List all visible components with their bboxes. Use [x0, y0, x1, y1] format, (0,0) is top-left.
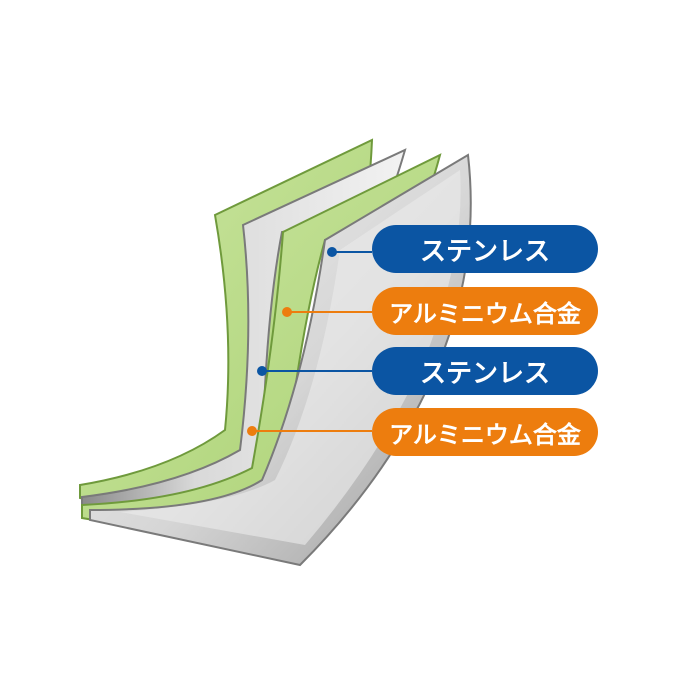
leader-dot-2 — [257, 366, 267, 376]
aluminum-label-top-text: アルミニウム合金 — [389, 299, 581, 328]
leader-dot-3 — [247, 426, 257, 436]
aluminum-label-top: アルミニウム合金 — [372, 287, 598, 335]
inner-face-highlight — [120, 170, 461, 545]
stainless-label-bottom-text: ステンレス — [419, 358, 550, 389]
stainless-label-bottom: ステンレス — [372, 347, 598, 395]
leader-dot-0 — [327, 247, 337, 257]
leader-lines — [247, 247, 372, 436]
stainless-label-top: ステンレス — [372, 225, 598, 273]
stainless-label-top-text: ステンレス — [419, 236, 550, 267]
aluminum-label-bottom: アルミニウム合金 — [372, 408, 598, 456]
leader-dot-1 — [282, 307, 292, 317]
aluminum-label-bottom-text: アルミニウム合金 — [389, 420, 581, 449]
